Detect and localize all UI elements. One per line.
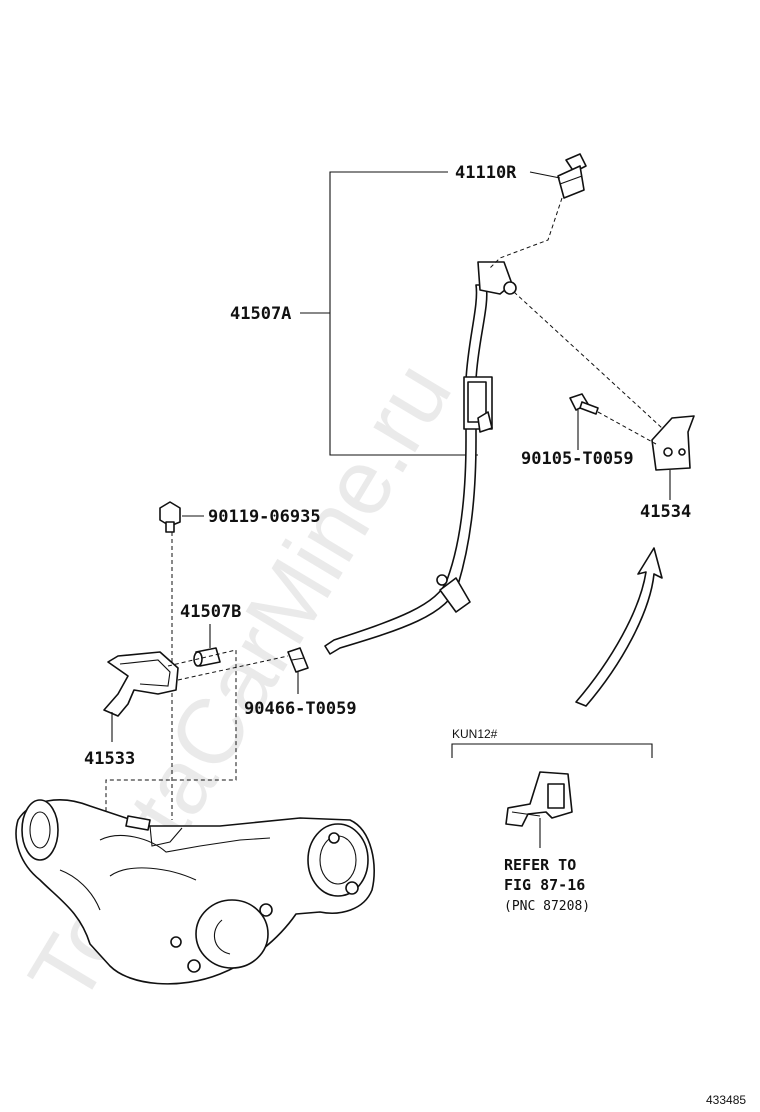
dash-41533-box [105,649,237,812]
label-41110R: 41110R [455,163,517,183]
label-90105-T0059: 90105-T0059 [521,449,634,469]
label-refer-line2: FIG 87-16 [504,876,585,894]
label-41534: 41534 [640,502,691,522]
tube-41533 [103,651,179,742]
label-variant: KUN12# [452,727,498,741]
breather-plug-41110R [529,153,587,199]
label-90119-06935: 90119-06935 [208,507,321,527]
direction-arrow [575,547,663,707]
dash-bolt-to-bracket [597,411,657,445]
bracket-41534 [651,415,695,500]
label-41507A: 41507A [230,304,291,324]
differential-housing [15,799,375,985]
dash-hose-to-bracket [513,291,663,429]
label-refer-line3: (PNC 87208) [504,899,590,914]
label-refer-line1: REFER TO [504,856,576,874]
label-41507B: 41507B [180,602,241,622]
bolt-90119 [159,501,204,533]
dash-41110R-to-hose [489,197,563,269]
breather-hose-41507A [324,261,517,655]
label-41533: 41533 [84,749,135,769]
refer-bracket-part [505,771,573,848]
figure-number: 433485 [706,1093,746,1107]
bracket-41507A [300,171,478,456]
dash-clamp-to-41533 [177,655,289,681]
hose-41507B [193,624,221,667]
variant-box [451,743,653,758]
clamp-90466 [287,647,309,694]
label-90466-T0059: 90466-T0059 [244,699,357,719]
bolt-90105 [569,393,599,450]
